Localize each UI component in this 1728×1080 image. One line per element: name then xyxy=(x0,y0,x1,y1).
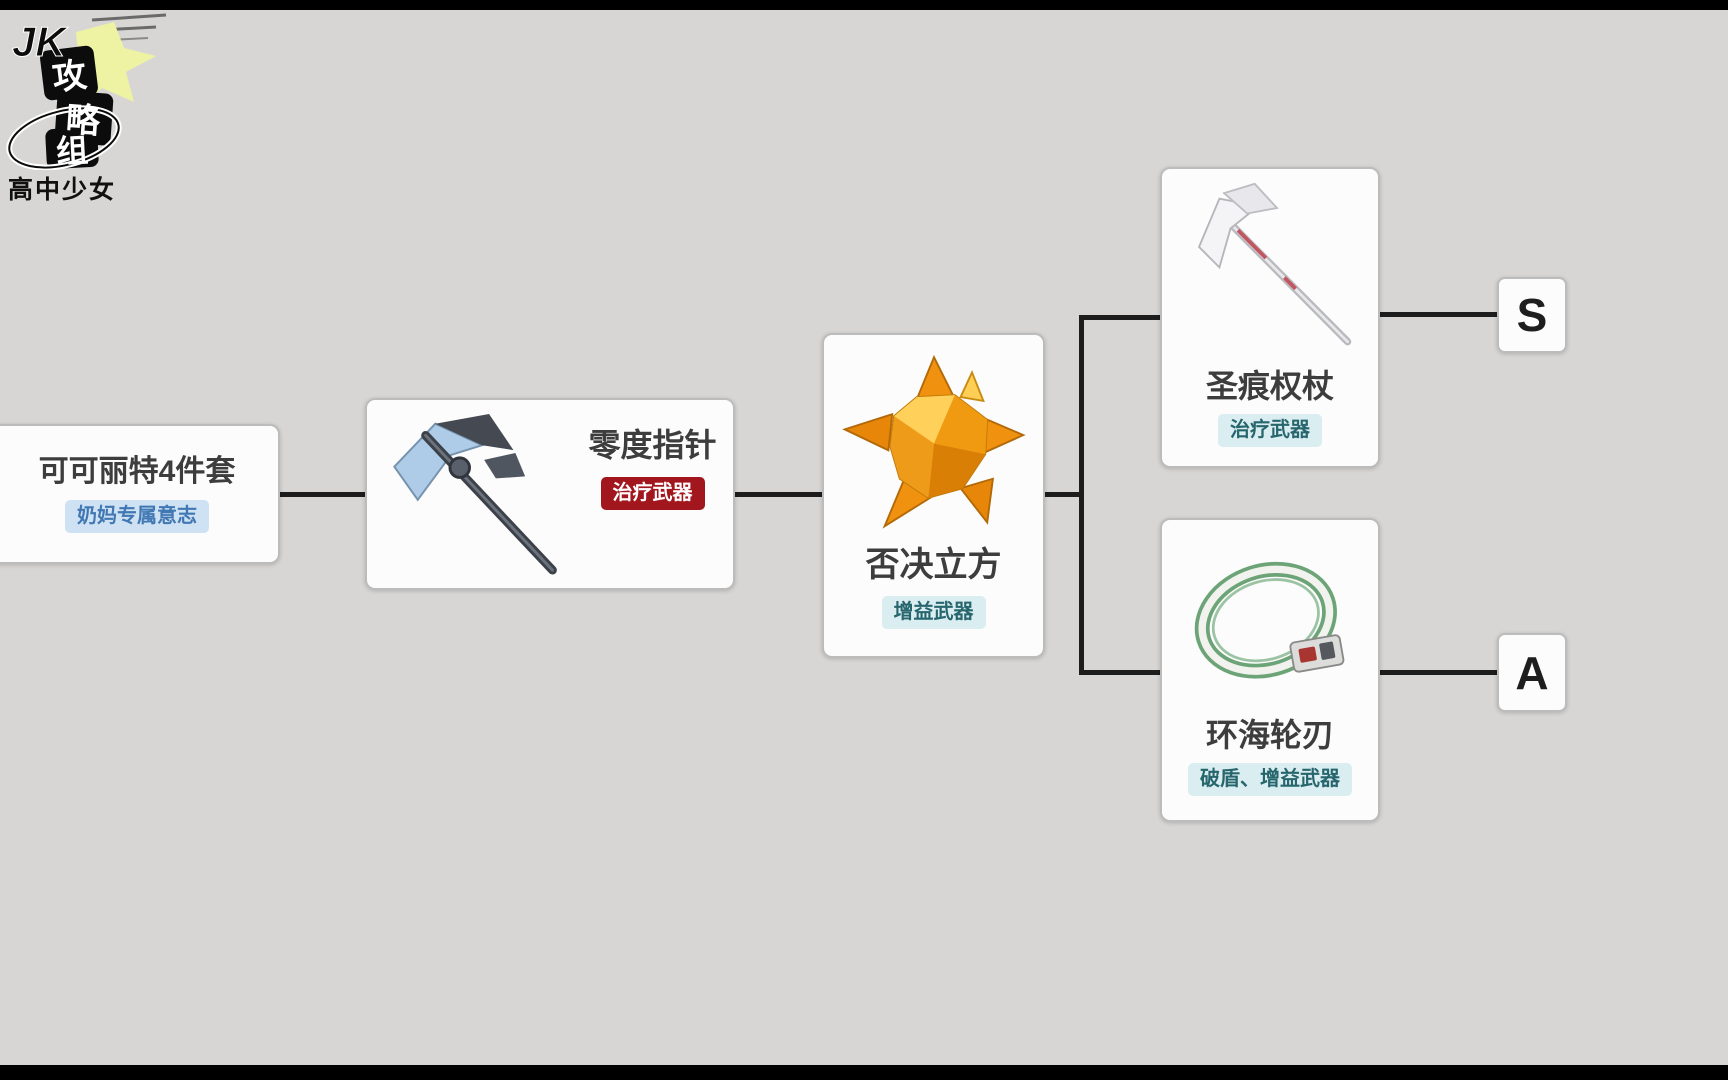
role-badge: 奶妈专属意志 xyxy=(65,500,209,533)
connector-branch-staff xyxy=(1079,315,1163,320)
connector-ring-tier-a xyxy=(1378,670,1499,675)
node-title: 零度指针 xyxy=(588,427,717,463)
ring-blade-icon xyxy=(1173,530,1368,716)
node-title: 可可丽特4件套 xyxy=(38,455,236,488)
node-title: 否决立方 xyxy=(865,546,1002,584)
node-title: 环海轮刃 xyxy=(1205,717,1334,753)
connector-cube-branch xyxy=(1043,492,1084,497)
channel-logo-icon: JK 攻 略 组 xyxy=(6,13,167,171)
logo-char-2: 略 xyxy=(65,101,103,141)
logo-jk-text: JK xyxy=(12,18,68,65)
channel-caption: 高中少女 xyxy=(8,176,117,204)
letterbox-top xyxy=(0,0,1728,10)
node-zero-pointer: 零度指针 治疗武器 xyxy=(365,398,735,590)
node-veto-cube: 否决立方 增益武器 xyxy=(822,333,1045,658)
connector-set-zero xyxy=(278,492,368,497)
tier-s-label: S xyxy=(1497,277,1567,353)
connector-branch-ring xyxy=(1079,670,1163,675)
node-cocolite-set: 可可丽特4件套 奶妈专属意志 xyxy=(0,424,280,564)
channel-logo: JK 攻 略 组 xyxy=(6,10,181,171)
scythe-weapon-icon xyxy=(367,400,572,588)
role-badge: 治疗武器 xyxy=(1218,414,1322,448)
node-ring-blade: 环海轮刃 破盾、增益武器 xyxy=(1160,518,1380,822)
node-title: 圣痕权杖 xyxy=(1205,368,1334,404)
role-badge: 破盾、增益武器 xyxy=(1188,763,1352,797)
logo-char-1: 攻 xyxy=(50,56,89,98)
logo-char-3: 组 xyxy=(55,132,89,170)
node-holy-staff: 圣痕权杖 治疗武器 xyxy=(1160,167,1380,468)
tier-a-label: A xyxy=(1497,633,1567,712)
spiked-cube-icon xyxy=(839,351,1029,541)
feather-staff-icon xyxy=(1173,177,1368,367)
letterbox-bottom xyxy=(0,1065,1728,1080)
connector-branch-vertical xyxy=(1079,315,1084,675)
role-badge: 增益武器 xyxy=(881,596,986,630)
connector-zero-cube xyxy=(733,492,825,497)
connector-staff-tier-s xyxy=(1378,312,1499,317)
role-badge: 治疗武器 xyxy=(600,477,705,511)
